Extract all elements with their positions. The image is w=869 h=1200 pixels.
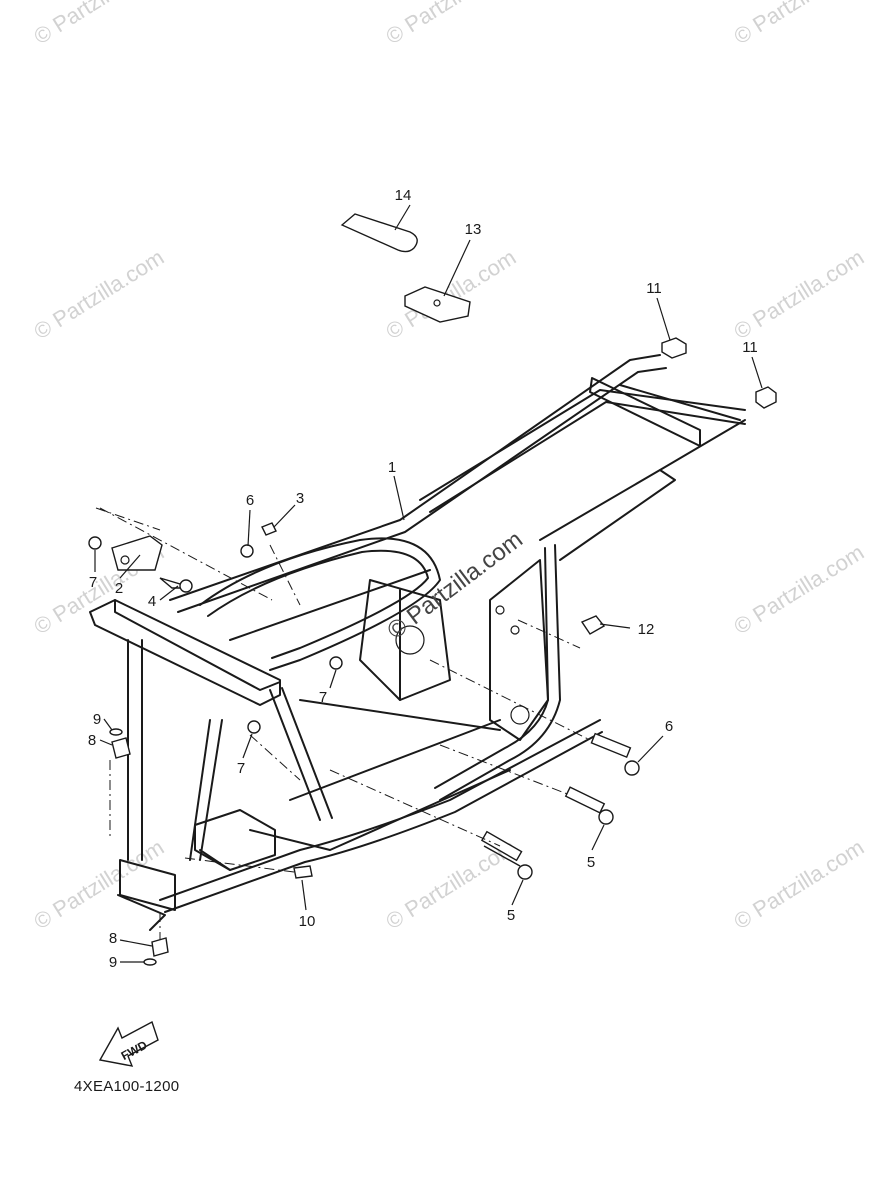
callout-11: 11: [742, 339, 758, 356]
part-9-clip: [143, 958, 157, 966]
part-5-bolt: [483, 845, 521, 867]
diagram-code: 4XEA100-1200: [74, 1078, 180, 1095]
callout-11: 11: [646, 280, 662, 297]
part-7-nut: [247, 720, 261, 734]
part-7-nut: [88, 536, 102, 550]
watermark: © Partzilla.com: [729, 0, 868, 49]
leader-lines: [94, 204, 763, 963]
part-7-nut: [329, 656, 343, 670]
watermark: © Partzilla.com: [729, 834, 868, 934]
callout-14: 14: [395, 187, 412, 204]
part-9-clip: [109, 728, 123, 736]
watermark: © Partzilla.com: [729, 244, 868, 344]
callout-8: 8: [88, 732, 96, 749]
callout-9: 9: [93, 711, 101, 728]
part-14-label-sticker: [340, 213, 418, 253]
callout-10: 10: [299, 913, 316, 930]
watermark: © Partzilla.com: [729, 539, 868, 639]
callout-12: 12: [638, 621, 655, 638]
part-13-plate: [404, 286, 471, 323]
part-6-bolt: [598, 809, 614, 825]
callout-1: 1: [388, 459, 396, 476]
callout-6: 5: [587, 854, 595, 871]
part-11-cap: [661, 337, 777, 409]
callout-7: 7: [237, 760, 245, 777]
part-6-bolt: [624, 760, 640, 776]
part-8-collar: [111, 737, 131, 759]
callout-2: 2: [115, 580, 123, 597]
part-3-bolt: [261, 522, 277, 536]
watermark: © Partzilla.com: [29, 834, 168, 934]
callout-7: 7: [89, 574, 97, 591]
watermark: © Partzilla.com: [381, 244, 520, 344]
part-10-screw: [293, 865, 313, 879]
callout-8: 8: [109, 930, 117, 947]
watermark: © Partzilla.com: [29, 244, 168, 344]
part-2-bracket: [111, 535, 163, 571]
callout-5: 5: [507, 907, 515, 924]
fwd-arrow-icon: FWD: [98, 1020, 159, 1067]
callouts: 14 13 11 11 1 3 6 7 2 4 7 7 9 8 12 6 5 5…: [88, 187, 758, 971]
watermark: © Partzilla.com: [29, 0, 168, 49]
callout-13: 13: [465, 221, 482, 238]
callout-4: 4: [148, 593, 156, 610]
callout-7: 7: [319, 689, 327, 706]
watermark: © Partzilla.com: [381, 0, 520, 49]
alignment-lines: [95, 507, 591, 940]
watermark-center: © Partzilla.com: [382, 526, 527, 645]
part-12-clamp: [580, 615, 606, 635]
callout-6: 6: [665, 718, 673, 735]
part-7-nut: [240, 544, 254, 558]
fasteners: [88, 522, 640, 966]
callout-7: 6: [246, 492, 254, 509]
part-8-collar: [151, 937, 169, 957]
part-1-main-frame: [89, 354, 746, 931]
callout-9: 9: [109, 954, 117, 971]
callout-3: 3: [296, 490, 304, 507]
